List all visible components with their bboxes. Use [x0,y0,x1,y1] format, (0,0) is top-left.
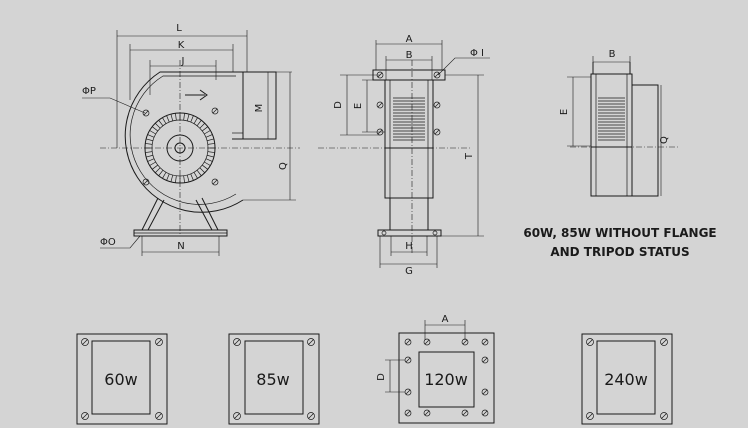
flange-120w: A D 120w [376,314,495,424]
dim-M-label: M [254,104,265,113]
dim-H-label: H [405,241,413,252]
small-dim-E-label: E [559,109,570,115]
front-view: L K J ΦP ΦO M Q N [82,23,300,256]
caption-line-1: 60W, 85W WITHOUT FLANGE [523,226,716,240]
flange-60w: 60w [76,333,168,425]
flange-240w: 240w [581,333,673,425]
dim-A-label: A [406,34,413,45]
dim-E-label: E [353,103,364,109]
small-dim-B-label: B [609,49,616,60]
dim-B-label: B [406,50,413,61]
flange-120w-label: 120w [424,370,468,389]
flange-85w: 85w [228,333,320,425]
dim-O-label: ΦO [100,237,116,248]
flange-240w-label: 240w [604,370,648,389]
front-screws [142,107,219,186]
dim-J-label: J [181,56,185,67]
flange-85w-label: 85w [256,370,289,389]
flange-120w-dim-D: D [376,373,387,381]
dim-D-label: D [333,101,344,109]
dim-I-label: Φ I [470,48,484,59]
dim-T-label: T [464,152,475,160]
caption-line-2: AND TRIPOD STATUS [550,245,689,259]
dim-G-label: G [405,266,413,277]
dim-Q-label: Q [278,162,289,170]
dim-L-label: L [176,23,182,34]
dim-N-label: N [177,241,184,252]
flange-60w-label: 60w [104,370,137,389]
small-view: B E Q 60W, 85W WITHOUT FLANGE AND TRIPOD… [523,49,716,259]
dim-K-label: K [178,40,185,51]
small-dim-Q-label: Q [659,136,670,144]
side-view: A B Φ I D E T H G [318,34,490,277]
dim-P-label: ΦP [82,86,96,97]
flange-120w-dim-A: A [442,314,449,325]
